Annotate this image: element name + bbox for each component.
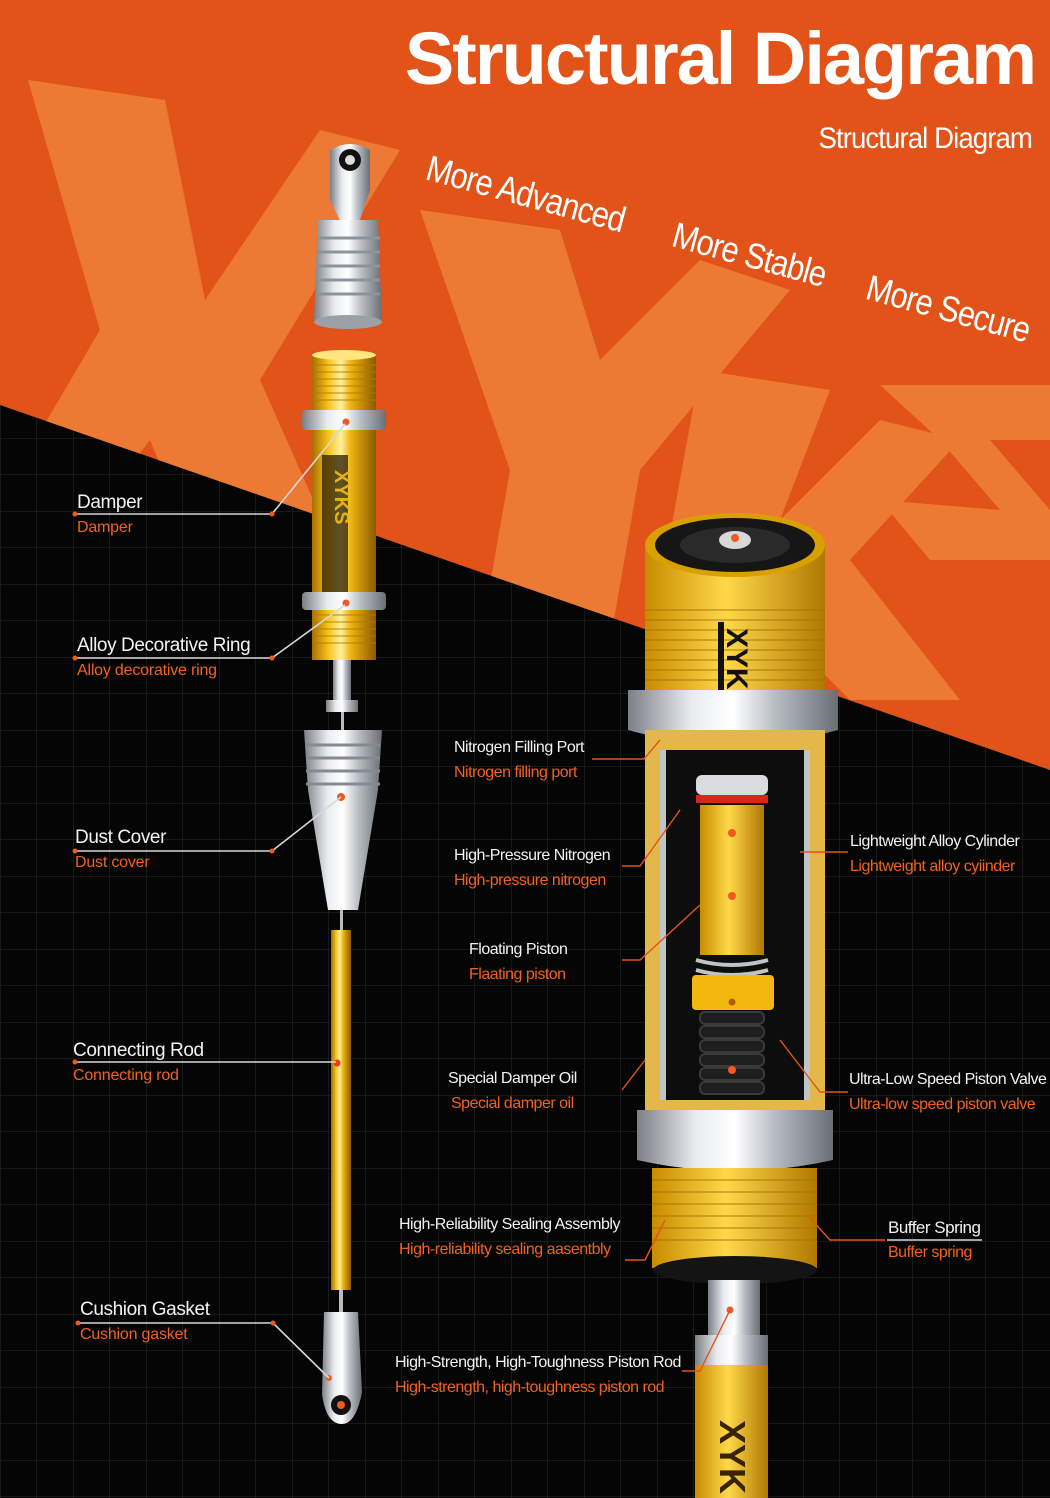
label-subtitle: Cushion gasket (80, 1326, 188, 1343)
label-title: Dust Cover (75, 827, 167, 848)
label-title: Damper (77, 492, 143, 513)
label-subtitle: High-strength, high-toughness piston rod (395, 1379, 665, 1396)
label-damper: Damper Damper (77, 492, 143, 536)
label-title: Cushion Gasket (80, 1299, 210, 1320)
cutaway-shock-absorber: XYKS (628, 513, 838, 1498)
svg-text:XYK: XYK (712, 1420, 753, 1494)
label-lightweight-alloy-cylinder: Lightweight Alloy Cylinder Lightweight a… (850, 833, 1020, 875)
page-subtitle: Structural Diagram (818, 122, 1032, 155)
label-dust-cover: Dust Cover Dust cover (75, 828, 166, 871)
label-special-damper-oil: Special Damper Oil Special damper oil (448, 1071, 577, 1112)
label-title: Ultra-Low Speed Piston Valve (849, 1071, 1047, 1088)
label-cushion-gasket: Cushion Gasket Cushion gasket (80, 1300, 210, 1343)
page-title: Structural Diagram (404, 17, 1037, 100)
label-floating-piston: Floating Piston Flaating piston (469, 941, 568, 983)
svg-text:XYKS: XYKS (330, 470, 352, 524)
label-subtitle: Buffer spring (888, 1244, 972, 1261)
label-title: Connecting Rod (73, 1040, 204, 1061)
label-high-pressure-nitrogen: High-Pressure Nitrogen High-pressure nit… (454, 847, 611, 889)
label-ultra-low-speed-piston-valve: Ultra-Low Speed Piston Valve Ultra-low s… (849, 1071, 1047, 1113)
label-title: High-Reliability Sealing Assembly (399, 1216, 620, 1233)
label-connecting-rod: Connecting Rod Connecting rod (73, 1041, 204, 1084)
label-alloy-decorative-ring: Alloy Decorative Ring Alloy decorative r… (77, 635, 251, 679)
label-title: Nitrogen Filling Port (454, 739, 585, 756)
label-title: Floating Piston (469, 941, 568, 958)
label-title: High-Strength, High-Toughness Piston Rod (395, 1354, 681, 1371)
label-title: Special Damper Oil (448, 1070, 577, 1087)
label-buffer-spring: Buffer Spring Buffer spring (888, 1218, 981, 1261)
label-subtitle: High-pressure nitrogen (454, 872, 606, 889)
label-subtitle: High-reliability sealing aasentbly (399, 1241, 611, 1258)
label-subtitle: Lightweight alloy cyiinder (850, 858, 1015, 875)
label-subtitle: Alloy decorative ring (77, 662, 217, 679)
label-piston-rod: High-Strength, High-Toughness Piston Rod… (395, 1355, 681, 1396)
label-subtitle: Nitrogen filling port (454, 764, 577, 781)
label-nitrogen-filling-port: Nitrogen Filling Port Nitrogen filling p… (454, 739, 585, 781)
label-subtitle: Special damper oil (451, 1095, 574, 1112)
label-title: Lightweight Alloy Cylinder (850, 833, 1020, 850)
label-title: Buffer Spring (888, 1218, 981, 1237)
label-subtitle: Damper (77, 519, 133, 536)
label-title: Alloy Decorative Ring (77, 635, 251, 656)
label-subtitle: Dust cover (75, 854, 150, 871)
label-subtitle: Connecting rod (73, 1067, 179, 1084)
label-subtitle: Ultra-low speed piston valve (849, 1096, 1036, 1113)
label-sealing-assembly: High-Reliability Sealing Assembly High-r… (399, 1217, 620, 1258)
label-subtitle: Flaating piston (469, 966, 566, 983)
label-title: High-Pressure Nitrogen (454, 847, 611, 864)
